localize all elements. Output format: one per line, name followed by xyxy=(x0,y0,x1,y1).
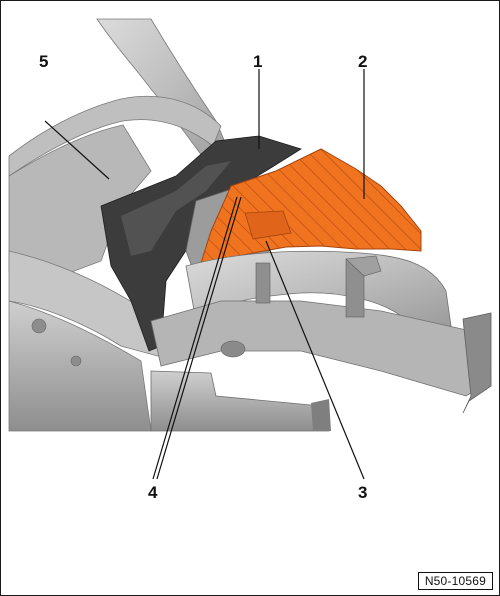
a-pillar-arch xyxy=(8,18,234,177)
callout-5: 5 xyxy=(39,52,48,71)
callout-4: 4 xyxy=(148,483,158,502)
left-body-structure xyxy=(8,124,177,432)
leader-4b xyxy=(156,196,242,480)
callout-labels: 1 2 3 4 5 xyxy=(39,52,367,502)
front-longitudinal-member xyxy=(150,250,492,414)
lower-cross-member xyxy=(150,370,331,432)
leader-lines xyxy=(44,69,365,480)
callout-1: 1 xyxy=(253,52,262,71)
leader-3 xyxy=(265,240,365,480)
callout-3: 3 xyxy=(358,483,367,502)
leader-5 xyxy=(44,120,110,180)
leader-4a xyxy=(152,196,238,480)
callout-2: 2 xyxy=(358,52,367,71)
reference-code: N50-10569 xyxy=(417,572,493,590)
